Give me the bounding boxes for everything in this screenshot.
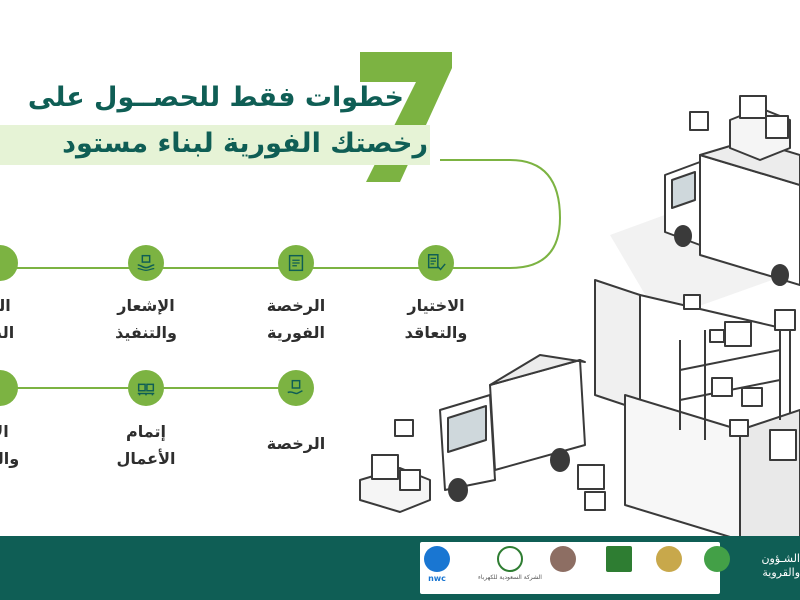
title-line1: خطوات فقط للحصــول على	[27, 82, 404, 113]
saudi-electricity-logo: الشركة السعودية للكهرباء	[478, 546, 542, 586]
balady-logo	[704, 546, 730, 586]
warehouse-illustration	[359, 95, 800, 540]
step-checklist-icon	[418, 245, 454, 281]
step-pallet-boxes-icon	[128, 370, 164, 406]
nwc-logo: nwc	[424, 546, 450, 586]
step-label-partial-2: الإ والت	[0, 422, 20, 468]
step-label-partial-1: الر الت	[0, 296, 15, 342]
step-label-selection: الاختيار والتعاقد	[404, 296, 468, 342]
step-box-hand-icon	[278, 370, 314, 406]
step-label-license-2: الرخصة	[266, 434, 326, 453]
civil-defense-logo	[550, 546, 576, 586]
title-line2: رخصتك الفورية لبناء مستود	[62, 128, 428, 159]
modon-logo	[606, 546, 632, 586]
emblem-logo	[656, 546, 682, 586]
step-label-completion: إتمام الأعمال	[116, 422, 176, 468]
step-hands-box-icon	[128, 245, 164, 281]
ministry-name: الشـؤون والقروية	[761, 552, 800, 579]
step-license-document-icon	[278, 245, 314, 281]
step-label-notification: الإشعار والتنفيذ	[115, 296, 177, 342]
step-partial-icon	[0, 245, 18, 281]
title-highlight-bar	[0, 125, 430, 165]
step-label-instant-license: الرخصة الفورية	[266, 296, 326, 342]
step-partial-icon-2	[0, 370, 18, 406]
